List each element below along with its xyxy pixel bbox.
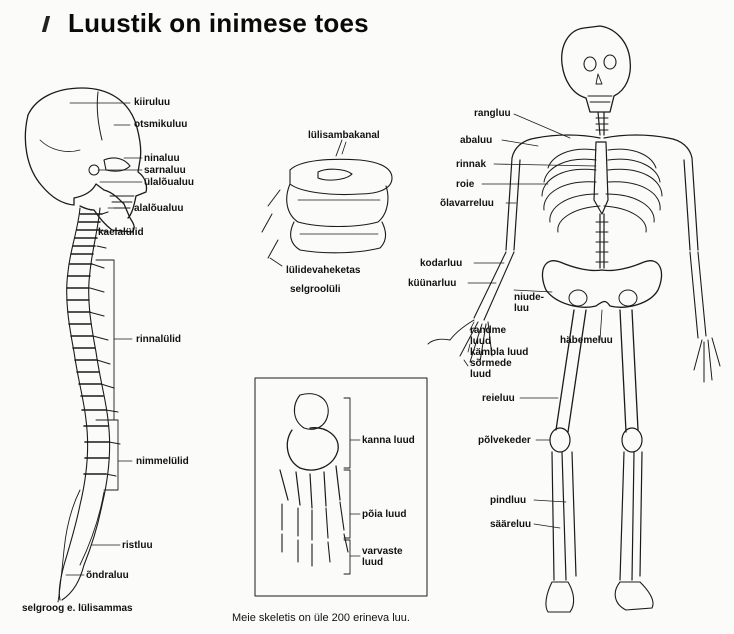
- label-ulaloualuu: ülalõualuu: [144, 177, 194, 188]
- label-niudeluu: niude-luu: [514, 292, 544, 314]
- label-olavarreluu: õlavarreluu: [440, 198, 494, 209]
- page-title: Luustik on inimese toes: [68, 8, 369, 39]
- spine-caption: selgroog e. lülisammas: [22, 603, 133, 614]
- skull-side-drawing: [25, 88, 146, 232]
- label-poia-luud: põia luud: [362, 509, 406, 520]
- label-reieluu: reieluu: [482, 393, 515, 404]
- label-lulisambakanal: lülisambakanal: [308, 130, 380, 141]
- label-roie: roie: [456, 179, 474, 190]
- label-abaluu: abaluu: [460, 135, 492, 146]
- label-ninaluu: ninaluu: [144, 153, 180, 164]
- label-kaelalulid: kaelalülid: [98, 227, 144, 238]
- label-kanna-luud: kanna luud: [362, 435, 415, 446]
- label-kodarluu: kodarluu: [420, 258, 462, 269]
- label-kyynarluu: küünarluu: [408, 278, 456, 289]
- label-saareluu: sääreluu: [490, 519, 531, 530]
- label-randmeluud: randme luud: [470, 325, 512, 347]
- label-lulidevaheketas: lülidevaheketas: [286, 265, 360, 276]
- label-kamblaluud: kämbla luud: [470, 347, 528, 358]
- label-alaloualuu: alalõualuu: [134, 203, 183, 214]
- label-ristluu: ristluu: [122, 540, 153, 551]
- label-habemeluu: häbemeluu: [560, 335, 613, 346]
- vertebra-detail-drawing: [262, 140, 392, 258]
- spine-side-drawing: [58, 208, 120, 602]
- label-rangluu: rangluu: [474, 108, 511, 119]
- label-selgroolyli: selgroolüli: [290, 284, 341, 295]
- bottom-note: Meie skeletis on üle 200 erineva luu.: [232, 612, 410, 624]
- spine-brackets: [96, 260, 118, 490]
- label-nimmelulid: nimmelülid: [136, 456, 189, 467]
- label-rinnalulid: rinnalülid: [136, 334, 181, 345]
- label-polvekeder: põlvekeder: [478, 435, 531, 446]
- label-pindluu: pindluu: [490, 495, 526, 506]
- label-ondraluu: õndraluu: [86, 570, 129, 581]
- label-sarnaluu: sarnaluu: [144, 165, 186, 176]
- full-skeleton-drawing: [428, 26, 720, 612]
- label-otsmikuluu: otsmikuluu: [134, 119, 187, 130]
- label-varvaste-luud: varvaste luud: [362, 546, 410, 568]
- label-sormedeluud: sõrmede luud: [470, 358, 518, 380]
- label-rinnak: rinnak: [456, 159, 486, 170]
- label-kiiruluu: kiiruluu: [134, 97, 170, 108]
